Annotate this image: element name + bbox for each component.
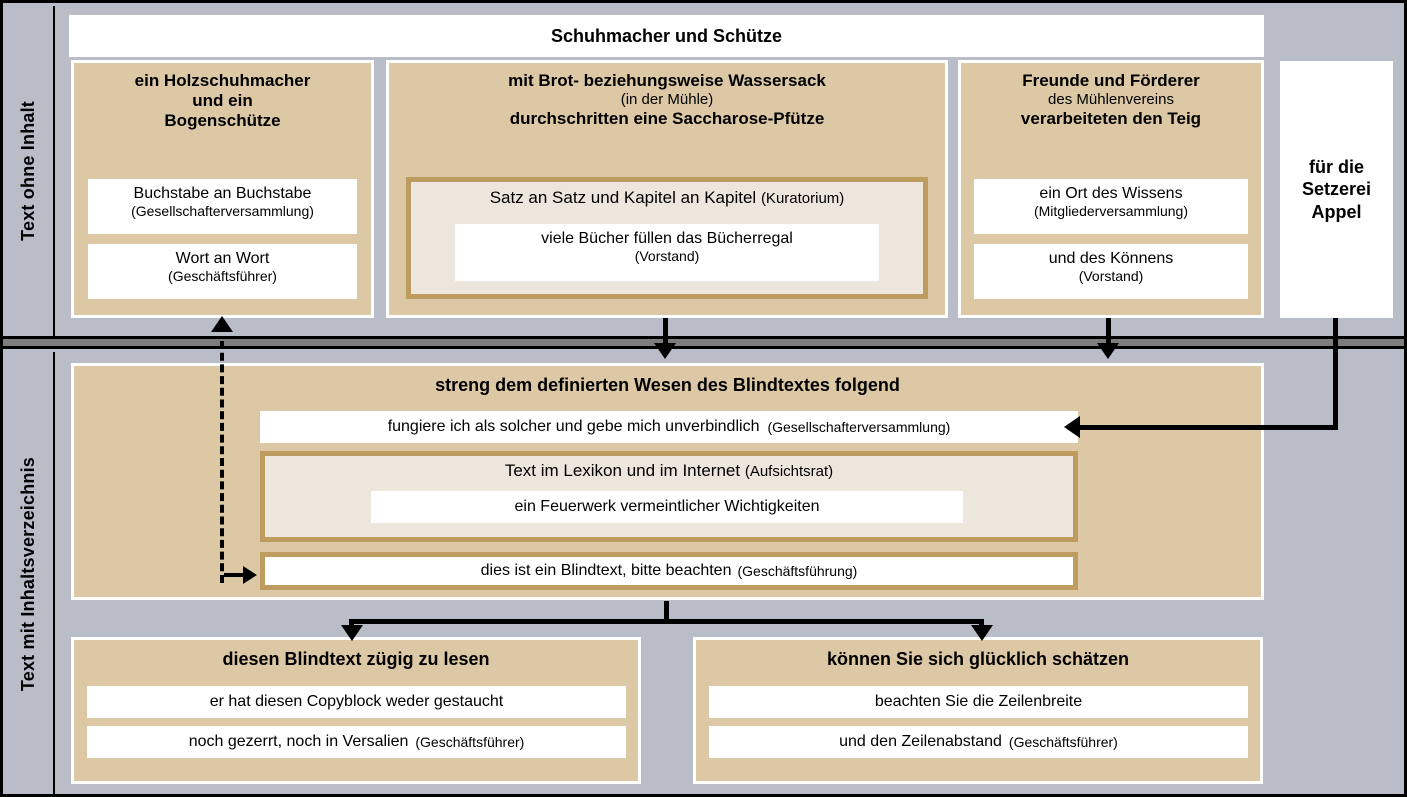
top-box-2-nested-label: Satz an Satz und Kapitel an Kapitel — [489, 188, 757, 207]
top-box-4-line1: für die — [1308, 156, 1364, 177]
top-box-3-item-2-role: (Vorstand) — [1078, 268, 1144, 285]
top-box-3-header: Freunde und Förderer des Mühlenvereins v… — [961, 63, 1261, 133]
bottom-box-left-header: diesen Blindtext zügig zu lesen — [222, 649, 490, 669]
middle-item-bottom: dies ist ein Blindtext, bitte beachten (… — [265, 557, 1073, 585]
middle-item-top: fungiere ich als solcher und gebe mich u… — [260, 411, 1078, 443]
connector-dashed-arrow-up — [211, 316, 233, 332]
bottom-box-right-header: können Sie sich glücklich schätzen — [826, 649, 1130, 669]
top-box-2-header-line3: durchschritten eine Saccharose-Pfütze — [509, 108, 825, 128]
bottom-box-right: können Sie sich glücklich schätzen beach… — [693, 637, 1263, 784]
connector-box2-arrow-down — [654, 343, 676, 359]
bottom-box-left-item-1-text: er hat diesen Copyblock weder gestaucht — [209, 693, 504, 711]
middle-item-bottom-wrap: dies ist ein Blindtext, bitte beachten (… — [260, 552, 1078, 590]
connector-fork-left-arrow — [341, 625, 363, 641]
side-label-bottom-text: Text mit Inhaltsverzeichnis — [17, 457, 38, 692]
top-box-2-header-line1: mit Brot- beziehungsweise Wassersack — [508, 71, 826, 90]
top-box-2-nested-inner-text: viele Bücher füllen das Bücherregal — [541, 230, 793, 247]
connector-fork-stem — [664, 601, 669, 623]
top-box-2-nested: Satz an Satz und Kapitel an Kapitel (Kur… — [406, 177, 928, 299]
top-box-1: ein Holzschuhmacher und ein Bogenschütze… — [71, 60, 374, 318]
top-box-2-nested-inner-role: (Vorstand) — [634, 248, 700, 265]
bottom-box-right-item-2: und den Zeilenabstand (Geschäftsführer) — [709, 726, 1248, 758]
top-box-3-header-line2: des Mühlenvereins — [1048, 91, 1174, 109]
bottom-box-right-item-2-role: (Geschäftsführer) — [1008, 733, 1118, 750]
diagram-title: Schuhmacher und Schütze — [69, 15, 1264, 57]
top-box-1-item-2-text: Wort an Wort — [175, 250, 270, 267]
top-box-1-item-1-text: Buchstabe an Buchstabe — [133, 185, 312, 202]
top-box-1-item-1: Buchstabe an Buchstabe (Gesellschafterve… — [88, 179, 357, 234]
top-box-1-header: ein Holzschuhmacher und ein Bogenschütze — [74, 63, 371, 135]
top-box-3-item-2-text: und des Könnens — [1048, 250, 1174, 267]
top-box-2-header: mit Brot- beziehungsweise Wassersack (in… — [389, 63, 945, 133]
middle-item-top-role: (Gesellschafterversammlung) — [767, 418, 951, 435]
bottom-box-left-item-2-role: (Geschäftsführer) — [415, 733, 525, 750]
side-label-bottom: Text mit Inhaltsverzeichnis — [3, 352, 55, 794]
section-divider — [3, 336, 1404, 349]
middle-item-top-text: fungiere ich als solcher und gebe mich u… — [387, 418, 760, 436]
middle-nested-inner: ein Feuerwerk vermeintlicher Wichtigkeit… — [371, 491, 963, 523]
top-box-1-header-line1: ein Holzschuhmacher — [134, 71, 311, 90]
top-box-3-item-1-role: (Mitgliederversammlung) — [1033, 203, 1189, 220]
connector-box4-horizontal — [1078, 425, 1338, 430]
middle-nested-label: Text im Lexikon und im Internet — [504, 461, 741, 480]
top-box-3-header-line1: Freunde und Förderer — [1022, 71, 1200, 90]
bottom-box-right-item-1: beachten Sie die Zeilenbreite — [709, 686, 1248, 718]
connector-dashed-stub — [224, 573, 250, 577]
connector-dashed-arrow-right — [243, 566, 257, 584]
top-box-4-line2: Setzerei — [1301, 179, 1372, 200]
connector-fork-right-drop — [979, 619, 984, 629]
top-box-3-item-1-text: ein Ort des Wissens — [1039, 185, 1183, 202]
top-box-1-header-line2: und ein — [192, 91, 253, 111]
connector-fork-bar — [349, 619, 984, 624]
top-box-1-item-2-role: (Geschäftsführer) — [168, 268, 277, 285]
connector-fork-right-arrow — [971, 625, 993, 641]
top-box-3-header-line3: verarbeiteten den Teig — [1020, 108, 1202, 128]
diagram-title-text: Schuhmacher und Schütze — [550, 25, 783, 46]
connector-box4-arrow-left — [1064, 416, 1080, 438]
middle-nested: Text im Lexikon und im Internet (Aufsich… — [260, 451, 1078, 542]
bottom-box-left-item-2-text: noch gezerrt, noch in Versalien — [188, 733, 409, 751]
middle-nested-label-row: Text im Lexikon und im Internet (Aufsich… — [265, 456, 1073, 483]
connector-box2-line — [663, 318, 668, 346]
connector-dashed-vertical — [220, 341, 224, 583]
bottom-box-right-item-1-text: beachten Sie die Zeilenbreite — [874, 693, 1083, 711]
top-box-3-item-2: und des Könnens (Vorstand) — [974, 244, 1248, 299]
connector-box3-line — [1106, 318, 1111, 346]
middle-item-bottom-role: (Geschäftsführung) — [737, 562, 858, 579]
middle-box: streng dem definierten Wesen des Blindte… — [71, 363, 1264, 600]
top-box-2-nested-label-row: Satz an Satz und Kapitel an Kapitel (Kur… — [411, 182, 923, 210]
connector-fork-left-drop — [349, 619, 354, 629]
top-box-2-nested-inner: viele Bücher füllen das Bücherregal (Vor… — [455, 224, 879, 281]
middle-nested-role: (Aufsichtsrat) — [744, 463, 834, 480]
top-box-3: Freunde und Förderer des Mühlenvereins v… — [958, 60, 1264, 318]
top-box-1-header-line3: Bogenschütze — [164, 111, 281, 131]
side-label-top-text: Text ohne Inhalt — [17, 101, 38, 241]
connector-box4-vertical — [1333, 318, 1338, 429]
top-box-4: für die Setzerei Appel — [1280, 61, 1393, 318]
middle-nested-inner-text: ein Feuerwerk vermeintlicher Wichtigkeit… — [514, 498, 820, 516]
middle-box-header: streng dem definierten Wesen des Blindte… — [435, 375, 900, 395]
connector-box3-arrow-down — [1097, 343, 1119, 359]
top-box-2: mit Brot- beziehungsweise Wassersack (in… — [386, 60, 948, 318]
bottom-box-right-item-2-text: und den Zeilenabstand — [839, 733, 1002, 751]
top-box-2-nested-role: (Kuratorium) — [760, 190, 845, 207]
bottom-box-left-item-1: er hat diesen Copyblock weder gestaucht — [87, 686, 626, 718]
top-box-2-header-line2: (in der Mühle) — [620, 91, 714, 109]
bottom-box-left: diesen Blindtext zügig zu lesen er hat d… — [71, 637, 641, 784]
side-label-top: Text ohne Inhalt — [3, 6, 55, 336]
middle-item-bottom-text: dies ist ein Blindtext, bitte beachten — [480, 562, 732, 580]
top-box-1-item-2: Wort an Wort (Geschäftsführer) — [88, 244, 357, 299]
bottom-box-left-item-2: noch gezerrt, noch in Versalien (Geschäf… — [87, 726, 626, 758]
top-box-3-item-1: ein Ort des Wissens (Mitgliederversammlu… — [974, 179, 1248, 234]
top-box-1-item-1-role: (Gesellschafterversammlung) — [131, 203, 314, 220]
top-box-4-line3: Appel — [1311, 201, 1362, 222]
